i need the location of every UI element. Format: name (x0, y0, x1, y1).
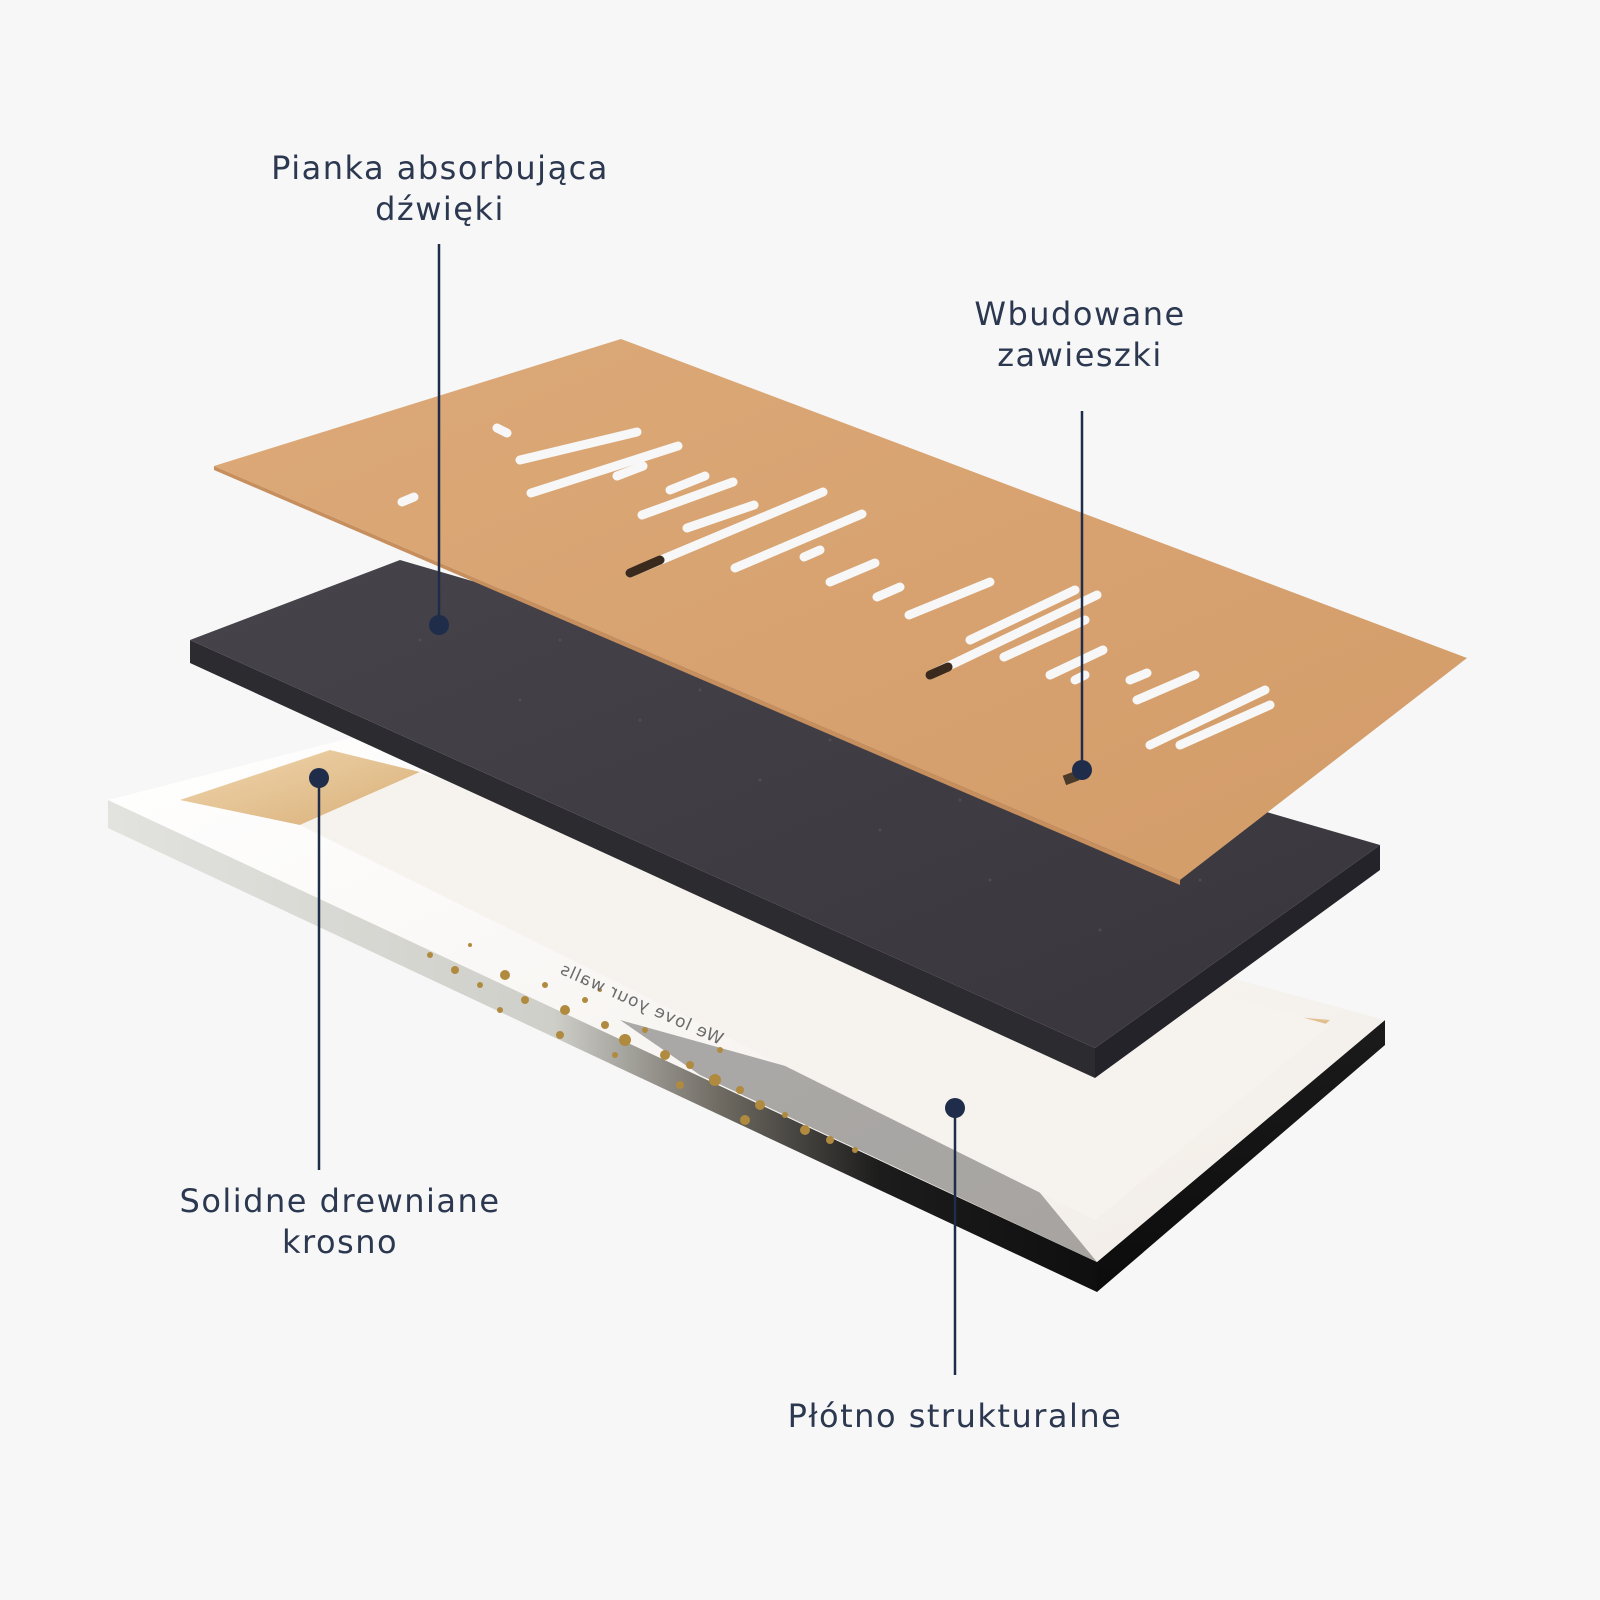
backboard-layer (214, 339, 1467, 885)
label-foam-line1: Pianka absorbująca (271, 149, 609, 187)
foam-top (190, 560, 1380, 1048)
label-hangers-line2: zawieszki (997, 336, 1163, 374)
backboard-edge (214, 466, 1180, 885)
leader-lines (317, 244, 1084, 1375)
label-frame-line2: krosno (281, 1223, 399, 1261)
foam-texture (418, 638, 1202, 932)
canvas-print-dark-area (620, 1020, 1097, 1262)
gold-splatter (427, 943, 858, 1153)
backboard-slots (397, 423, 1275, 750)
canvas-back-panel (300, 772, 1330, 1220)
leader-dot-hangers (1072, 760, 1092, 780)
canvas-front-edge (108, 800, 1097, 1292)
foam-front-side (190, 640, 1095, 1078)
canvas-layer: We love your walls (108, 738, 1385, 1292)
label-sound-absorbing-foam: Pianka absorbująca dźwięki (240, 148, 640, 230)
leader-dot-foam (429, 615, 449, 635)
leader-dot-canvas (945, 1098, 965, 1118)
label-structural-canvas: Płótno strukturalne (760, 1396, 1150, 1437)
label-canvas-line1: Płótno strukturalne (787, 1397, 1123, 1435)
label-hangers-line1: Wbudowane (974, 295, 1186, 333)
foam-layer (190, 560, 1380, 1078)
slot-shadows (625, 555, 953, 680)
canvas-right-edge (1097, 1020, 1385, 1292)
label-solid-wood-frame: Solidne drewniane krosno (160, 1181, 520, 1263)
leader-dots (309, 615, 1092, 1118)
foam-right-side (1095, 845, 1380, 1078)
label-frame-line1: Solidne drewniane (179, 1182, 501, 1220)
wood-frame-bar-left (180, 750, 420, 825)
label-foam-line2: dźwięki (375, 190, 505, 228)
label-built-in-hangers: Wbudowane zawieszki (930, 294, 1230, 376)
leader-dot-frame (309, 768, 329, 788)
